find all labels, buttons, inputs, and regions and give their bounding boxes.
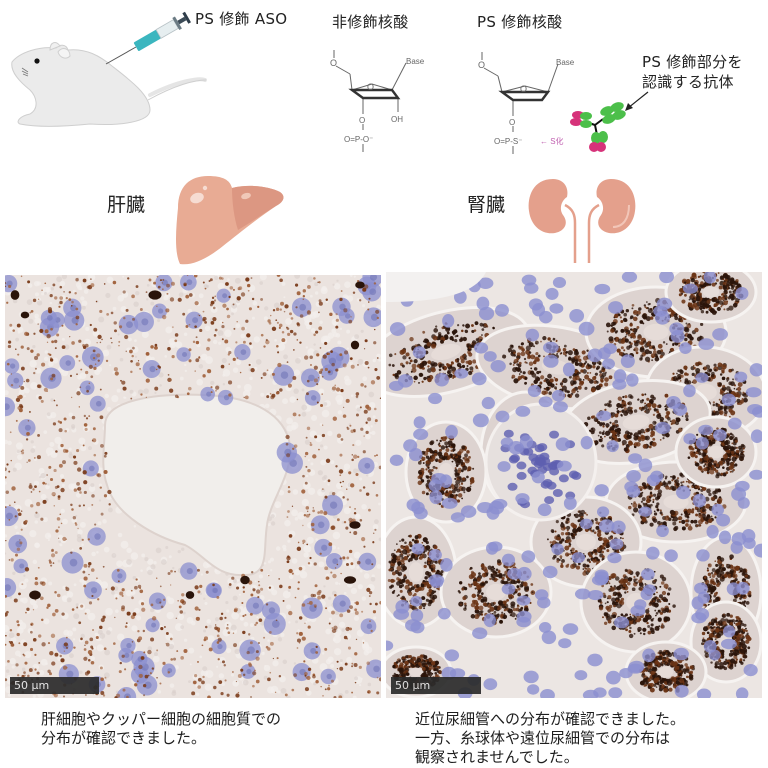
svg-text:O: O bbox=[478, 60, 485, 70]
antibody-label-line2: 認識する抗体 bbox=[642, 73, 734, 91]
svg-text:O: O bbox=[520, 84, 527, 94]
oh-label: OH bbox=[391, 115, 403, 124]
liver-micrograph: 50 μm bbox=[5, 275, 381, 698]
kidney-label: 腎臓 bbox=[467, 194, 506, 216]
antibody-label-line1: PS 修飾部分を bbox=[642, 53, 743, 71]
kidney-caption: 近位尿細管への分布が確認できました。 一方、糸球体や遠位尿細管での分布は 観察さ… bbox=[415, 710, 685, 767]
kidney-caption-line1: 近位尿細管への分布が確認できました。 bbox=[415, 710, 686, 728]
injection-label: PS 修飾 ASO bbox=[195, 10, 288, 28]
base-label: Base bbox=[406, 57, 425, 66]
liver-label: 肝臓 bbox=[107, 194, 146, 216]
kidney-caption-line2: 一方、糸球体や遠位尿細管での分布は bbox=[415, 729, 671, 747]
ps-nucleotide-title: PS 修飾核酸 bbox=[477, 13, 563, 31]
liver-caption-line2: 分布が確認できました。 bbox=[41, 729, 207, 747]
phosphate-unmodified-label: O=P-O⁻ bbox=[344, 135, 373, 144]
liver-icon bbox=[176, 176, 284, 265]
antibody-icon bbox=[570, 102, 626, 152]
o-link-label: O bbox=[509, 118, 515, 127]
svg-text:O: O bbox=[330, 58, 337, 68]
mouse-illustration bbox=[11, 11, 207, 127]
kidney-icon bbox=[528, 179, 636, 263]
liver-caption-line1: 肝細胞やクッパー細胞の細胞質での bbox=[41, 710, 282, 728]
phosphate-ps-label: O=P-S⁻ bbox=[494, 137, 522, 146]
kidney-micrograph: 50 μm bbox=[386, 272, 762, 698]
unmodified-nucleotide-structure: O O Base OH O O=P-O⁻ bbox=[330, 50, 425, 152]
unmodified-nucleotide-title: 非修飾核酸 bbox=[332, 13, 409, 31]
svg-text:O: O bbox=[367, 82, 374, 92]
ps-nucleotide-structure: O O Base O O=P-S⁻ ← S化 bbox=[478, 52, 575, 154]
arrow-icon bbox=[625, 91, 649, 111]
kidney-scale-bar: 50 μm bbox=[391, 677, 481, 694]
liver-scale-bar: 50 μm bbox=[10, 677, 99, 694]
base-label: Base bbox=[556, 58, 575, 67]
kidney-caption-line3: 観察されませんでした。 bbox=[415, 748, 579, 766]
o-link-label: O bbox=[359, 116, 365, 125]
s-annotation-label: ← S化 bbox=[540, 136, 564, 146]
liver-caption: 肝細胞やクッパー細胞の細胞質での 分布が確認できました。 bbox=[41, 710, 281, 748]
